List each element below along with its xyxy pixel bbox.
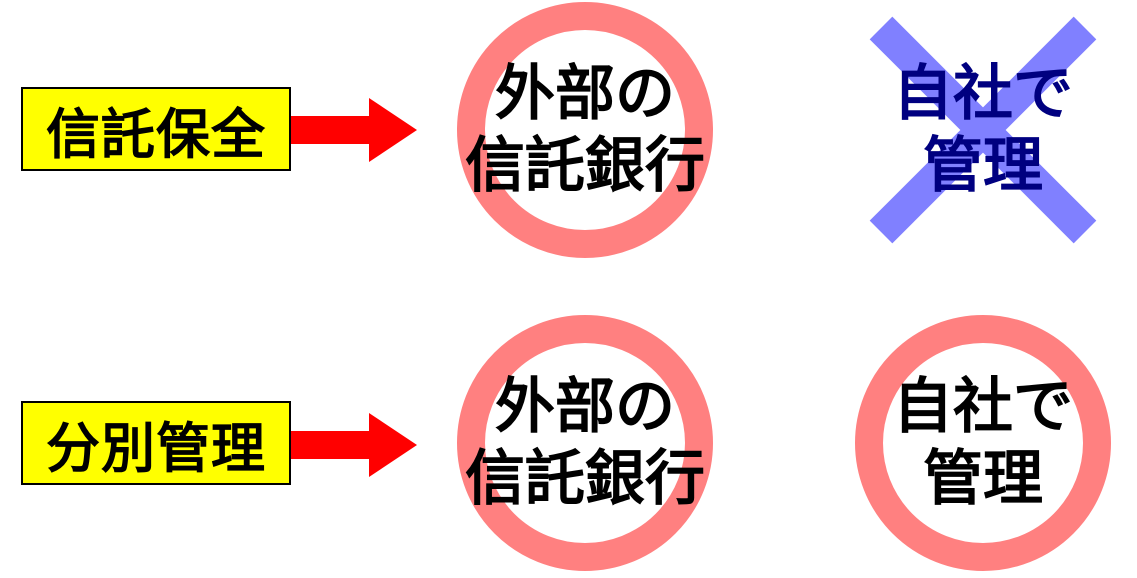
mark-text-line: 自社で [893, 372, 1073, 442]
mark-text: 自社で 管理 [848, 308, 1118, 578]
mark-text: 外部の 信託銀行 [450, 0, 720, 265]
row-segregated-management: 分別管理 外部の 信託銀行 自社で 管理 [0, 313, 1137, 573]
mark-text-line: 外部の [495, 59, 675, 129]
label-segregated-management: 分別管理 [21, 401, 291, 485]
mark-self-managed: 自社で 管理 [848, 0, 1118, 265]
mark-external-trust-bank: 外部の 信託銀行 [450, 308, 720, 578]
mark-text: 外部の 信託銀行 [450, 308, 720, 578]
maru-circle-icon [457, 2, 713, 258]
mark-text-line: 自社で [893, 59, 1073, 129]
row-trust-protection: 信託保全 外部の 信託銀行 自社で 管理 [0, 0, 1137, 260]
mark-text-line: 信託銀行 [465, 444, 705, 514]
right-arrow-icon [291, 413, 421, 477]
mark-text-line: 管理 [923, 131, 1043, 201]
right-arrow-icon [291, 98, 421, 162]
batsu-cross-icon [869, 16, 1097, 244]
maru-circle-icon [457, 315, 713, 571]
mark-text-line: 外部の [495, 372, 675, 442]
mark-self-managed: 自社で 管理 [848, 308, 1118, 578]
mark-external-trust-bank: 外部の 信託銀行 [450, 0, 720, 265]
mark-text: 自社で 管理 [848, 0, 1118, 265]
maru-circle-icon [855, 315, 1111, 571]
label-trust-protection: 信託保全 [21, 87, 291, 171]
mark-text-line: 信託銀行 [465, 131, 705, 201]
mark-text-line: 管理 [923, 444, 1043, 514]
